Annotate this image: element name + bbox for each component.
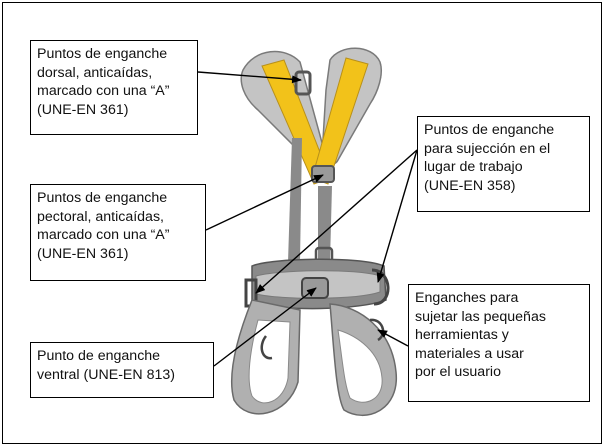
leg-loop-right-inner	[337, 329, 383, 403]
callout-dorsal: Puntos de enganche dorsal, anticaídas, m…	[30, 40, 198, 135]
callout-herramientas-line-1: Enganches para	[415, 290, 519, 306]
ventral-buckle	[301, 277, 329, 299]
callout-dorsal-line-4: (UNE-EN 361)	[37, 101, 129, 118]
callout-sujeccion-line-3: lugar de trabajo	[424, 159, 523, 175]
callout-dorsal-line-2: dorsal, anticaídas,	[37, 64, 153, 81]
callout-pectoral-line-2: pectoral, anticaídas,	[37, 208, 164, 225]
callout-ventral-line-1: Punto de enganche	[37, 348, 161, 364]
callout-herramientas-line-5: por el usuario	[415, 364, 501, 380]
callout-herramientas-line-2: sujetar las pequeñas	[415, 308, 546, 325]
callout-pectoral: Puntos de enganche pectoral, anticaídas,…	[30, 184, 206, 281]
callout-sujeccion-line-1: Puntos de enganche	[424, 122, 555, 138]
callout-pectoral-line-3: marcado con una “A”	[37, 227, 170, 243]
callout-sujeccion-line-4: (UNE-EN 358)	[424, 177, 516, 194]
callout-pectoral-line-4: (UNE-EN 361)	[37, 245, 129, 262]
callout-sujeccion: Puntos de enganche para sujección en el …	[417, 116, 590, 212]
chest-buckle	[311, 165, 335, 183]
callout-herramientas: Enganches para sujetar las pequeñas herr…	[408, 284, 590, 402]
callout-sujeccion-line-2: para sujección en el	[424, 140, 551, 157]
callout-ventral: Punto de enganche ventral (UNE-EN 813)	[30, 342, 214, 398]
callout-herramientas-line-4: materiales a usar	[415, 345, 524, 362]
callout-ventral-line-2: ventral (UNE-EN 813)	[37, 366, 175, 383]
leg-loop-left-inner	[248, 319, 291, 404]
callout-dorsal-line-1: Puntos de enganche	[37, 46, 168, 62]
harness-strap-grey-right	[318, 186, 332, 262]
callout-herramientas-line-3: herramientas y	[415, 327, 509, 343]
callout-dorsal-line-3: marcado con una “A”	[37, 83, 170, 99]
callout-pectoral-line-1: Puntos de enganche	[37, 190, 168, 206]
harness-strap-grey-left	[288, 138, 302, 262]
